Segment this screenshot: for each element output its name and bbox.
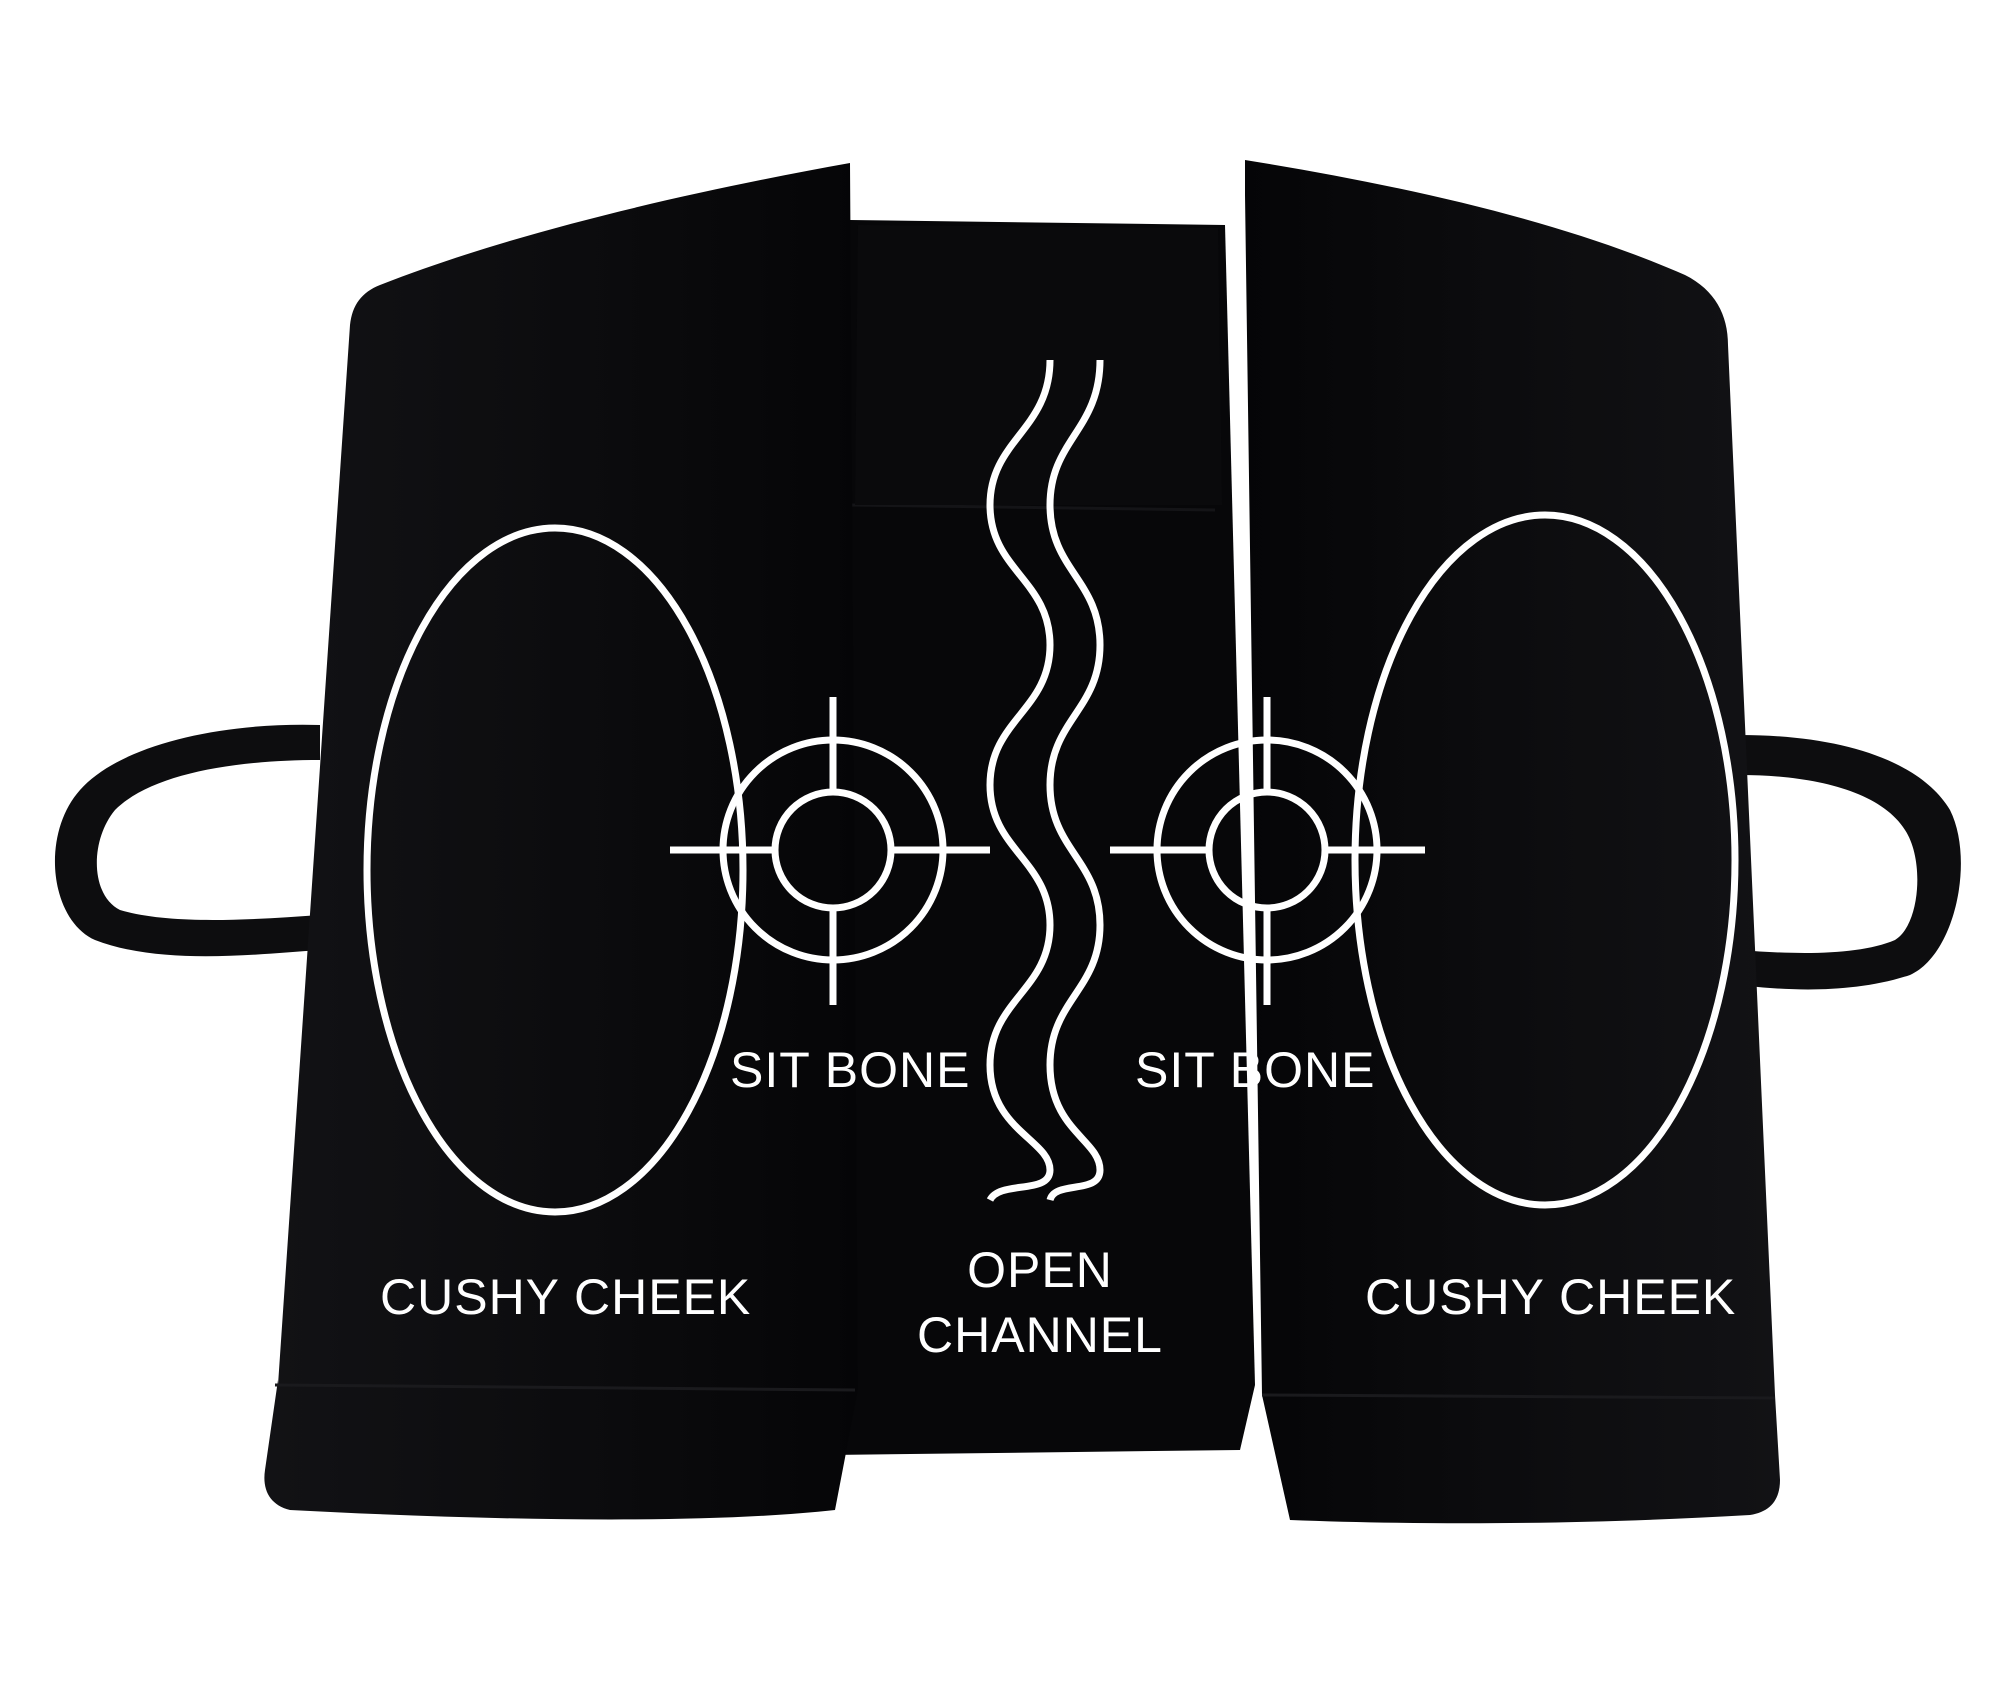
right-cushion-pad xyxy=(1245,160,1780,1524)
left-cheek-ellipse xyxy=(363,524,747,1216)
right-sit-bone-label: SIT BONE xyxy=(1135,1042,1376,1098)
channel-wave-right xyxy=(1046,359,1104,1202)
open-channel-label-line2: CHANNEL xyxy=(917,1307,1163,1363)
open-channel-label: OPEN CHANNEL xyxy=(890,1238,1190,1368)
left-sit-bone-label: SIT BONE xyxy=(730,1042,971,1098)
right-cheek-ellipse xyxy=(1351,511,1739,1209)
channel-wave-left xyxy=(986,359,1054,1203)
right-cheek-label: CUSHY CHEEK xyxy=(1365,1269,1737,1325)
left-sit-bone-target-icon xyxy=(670,697,990,1005)
right-handle-strap xyxy=(1740,735,1961,990)
left-cushion-bottom-seam xyxy=(274,1383,856,1392)
diagram-overlay xyxy=(363,359,1739,1216)
left-cushion-pad xyxy=(264,163,858,1520)
right-sit-bone-target-icon xyxy=(1110,697,1425,1005)
right-cushion-bottom-seam xyxy=(1261,1393,1776,1400)
open-channel-label-line1: OPEN xyxy=(967,1242,1113,1298)
left-handle-strap xyxy=(54,724,320,957)
left-cheek-label: CUSHY CHEEK xyxy=(380,1269,752,1325)
open-channel-base xyxy=(822,220,1255,1455)
channel-inner-panel xyxy=(855,225,1222,505)
channel-seam xyxy=(849,503,1216,512)
